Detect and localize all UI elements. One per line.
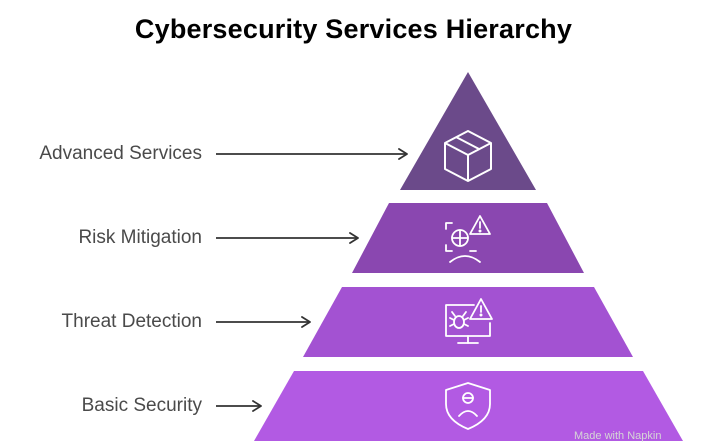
pyramid-tier-basic-security — [254, 371, 683, 441]
level-label-threat-detection: Threat Detection — [61, 311, 202, 332]
watermark-text: Made with Napkin — [574, 430, 662, 442]
box-icon — [444, 130, 492, 182]
shield-user-icon — [445, 382, 491, 430]
diagram-title: Cybersecurity Services Hierarchy — [134, 14, 573, 44]
level-label-basic-security: Basic Security — [81, 395, 202, 416]
risk-scan-icon — [445, 215, 491, 263]
bug-alert-monitor-icon — [445, 298, 493, 344]
level-label-advanced-services: Advanced Services — [39, 143, 202, 164]
pyramid-tier-threat-detection — [303, 287, 633, 357]
level-label-risk-mitigation: Risk Mitigation — [78, 227, 202, 248]
